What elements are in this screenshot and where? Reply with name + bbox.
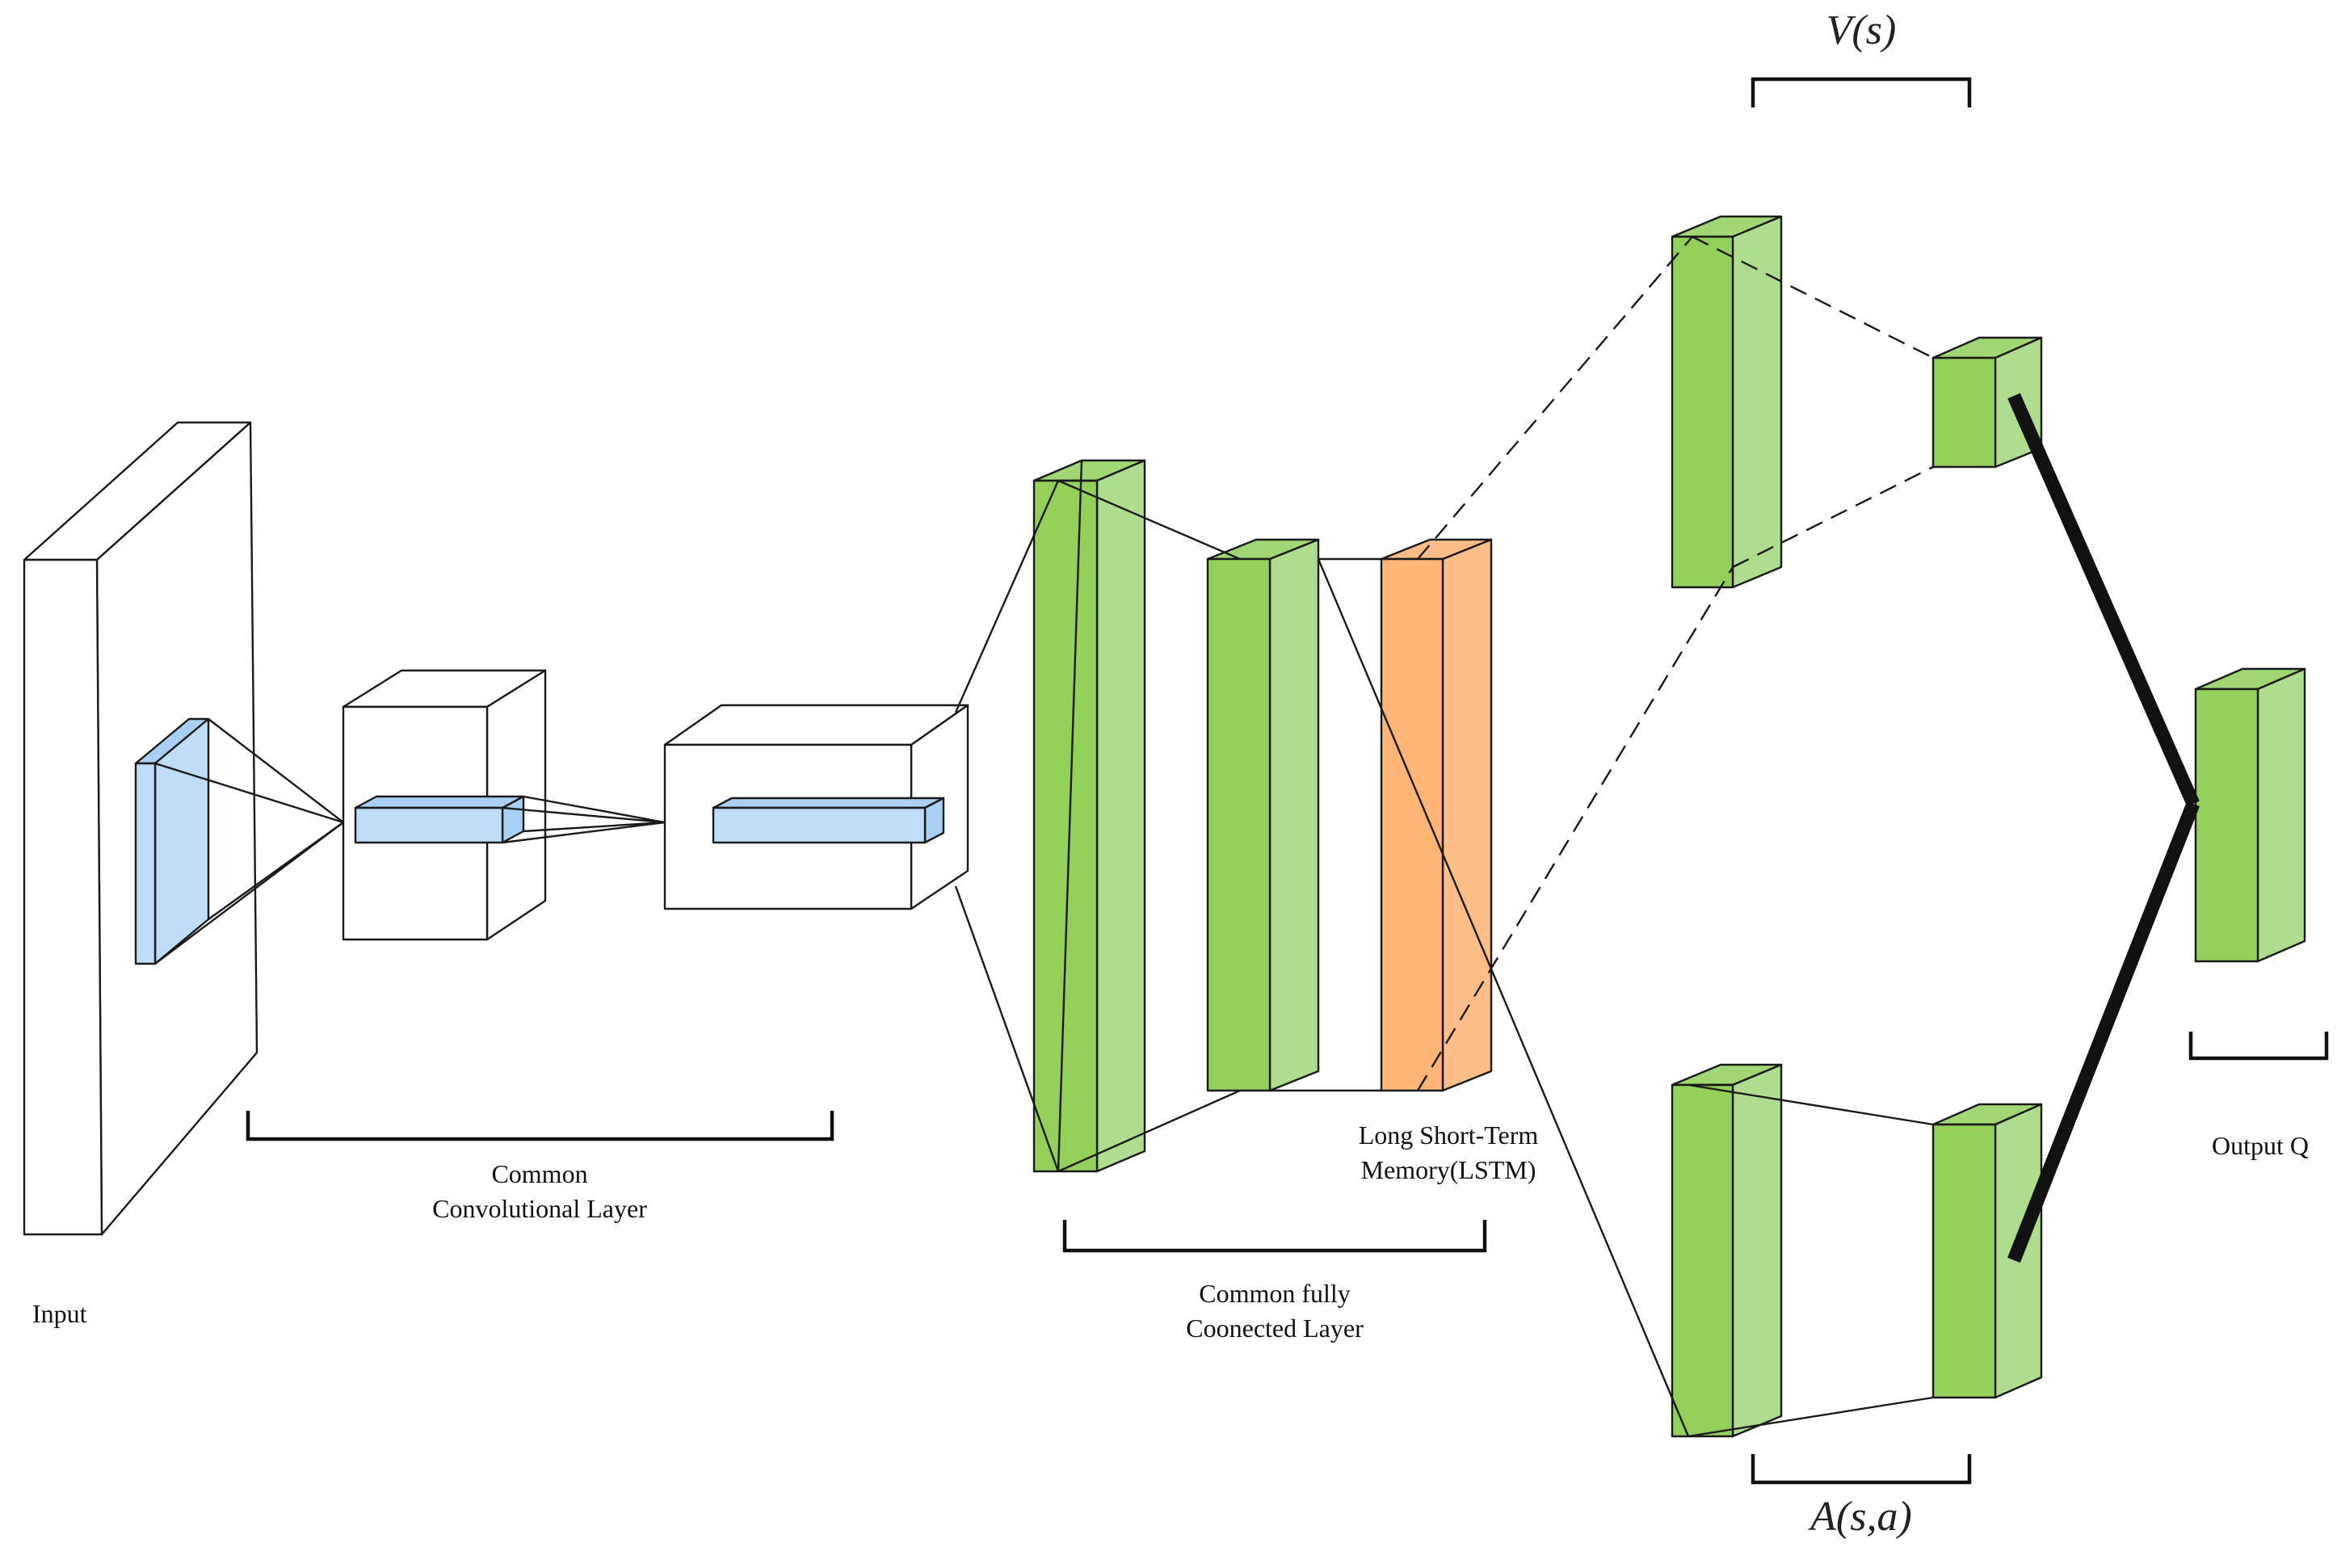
bracket-advantage xyxy=(1751,1454,1972,1485)
advantage-function-label: A(s,a) xyxy=(1810,1494,1912,1540)
fc-layer-2 xyxy=(1206,538,1320,1092)
conv-label: Common Convolutional Layer xyxy=(378,1157,701,1226)
fc-layer-1 xyxy=(1032,459,1146,1173)
lstm-layer xyxy=(1380,538,1493,1092)
brackets xyxy=(246,77,2329,1485)
bracket-fc xyxy=(1062,1220,1487,1253)
output-label: Output Q xyxy=(2212,1131,2309,1160)
bracket-output xyxy=(2188,1032,2329,1061)
value-function-label: V(s) xyxy=(1826,7,1897,53)
input-kernel xyxy=(134,717,210,965)
conv-kernel-2 xyxy=(712,797,945,844)
aggregation-lines xyxy=(2007,393,2200,1263)
lstm-label-line2: Memory(LSTM) xyxy=(1360,1155,1536,1185)
fc-label-line1: Common fully xyxy=(1199,1279,1351,1308)
value-stream-layer-1 xyxy=(1671,215,1783,589)
bracket-value xyxy=(1751,77,1972,107)
fc-label-line2: Coonected Layer xyxy=(1186,1314,1364,1343)
fc-label: Common fully Coonected Layer xyxy=(1113,1276,1436,1346)
output-q-layer xyxy=(2194,667,2306,963)
conv-kernel-1 xyxy=(354,795,525,844)
conv-label-line2: Convolutional Layer xyxy=(432,1194,647,1224)
lstm-label: Long Short-Term Memory(LSTM) xyxy=(1287,1118,1610,1188)
advantage-stream-output xyxy=(1931,1103,2043,1399)
conv-label-line1: Common xyxy=(491,1159,588,1188)
bracket-conv xyxy=(246,1111,834,1141)
advantage-stream-layer-1 xyxy=(1671,1063,1783,1438)
dashed-connections xyxy=(1416,235,1934,1091)
connection-lines xyxy=(154,460,1934,1438)
value-stream-output xyxy=(1931,336,2043,469)
lstm-label-line1: Long Short-Term xyxy=(1358,1120,1539,1150)
input-label: Input xyxy=(32,1299,87,1328)
